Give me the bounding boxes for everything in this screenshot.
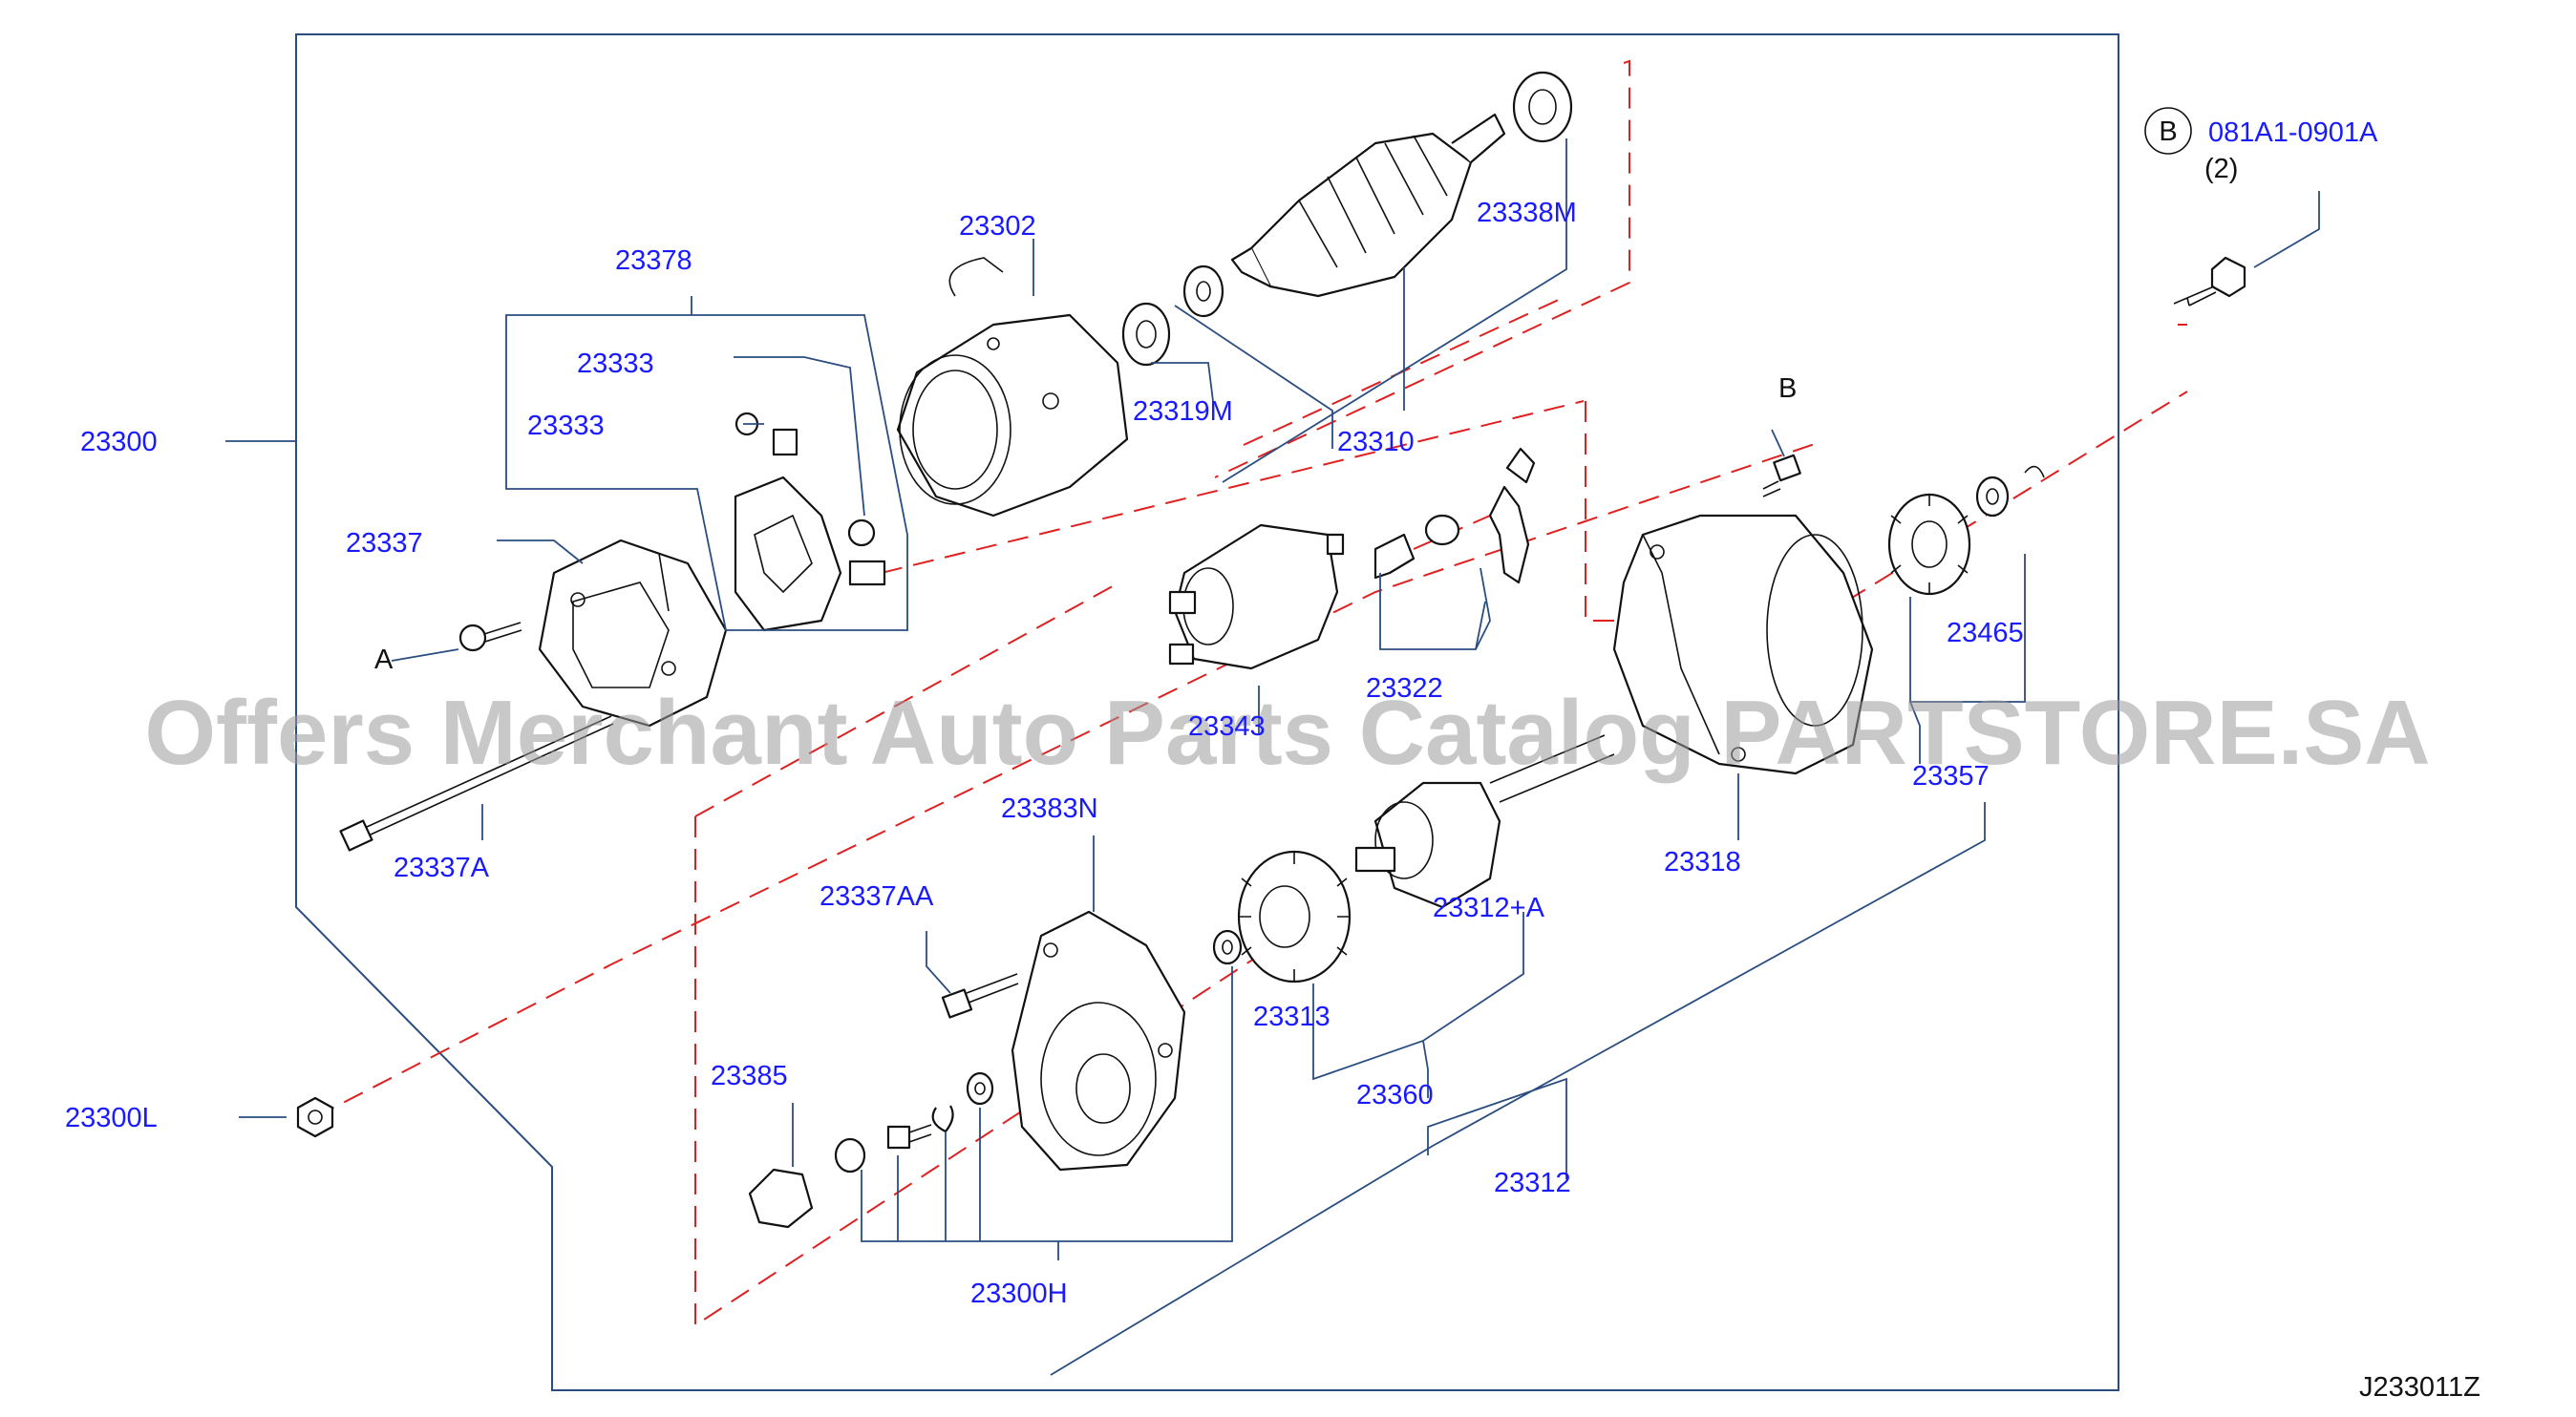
part-label-23337A[interactable]: 23337A (394, 853, 490, 883)
armature-23310 (1230, 113, 1506, 298)
part-label-23378[interactable]: 23378 (615, 245, 692, 276)
yoke-23302 (896, 257, 1129, 518)
screw-a (458, 622, 522, 652)
bearing-23338M (1512, 71, 1573, 143)
part-label-23300[interactable]: 23300 (80, 427, 158, 457)
through-bolt-23337A (339, 715, 614, 852)
part-label-23300L[interactable]: 23300L (65, 1103, 158, 1133)
part-label-23319M[interactable]: 23319M (1133, 396, 1233, 427)
cap-23385 (748, 1168, 814, 1229)
part-label-081A1-0901A[interactable]: 081A1-0901A (2208, 117, 2378, 148)
part-label-23383N[interactable]: 23383N (1001, 793, 1098, 824)
part-label-23310[interactable]: 23310 (1337, 427, 1415, 457)
gear-housing-23383N (1011, 910, 1186, 1172)
brush-holder-23378 (734, 412, 886, 632)
part-label-23338M[interactable]: 23338M (1477, 198, 1577, 228)
idler-gear-23313 (1237, 850, 1352, 983)
watermark-text: Offers Merchant Auto Parts Catalog PARTS… (144, 682, 2430, 784)
assembly-frame (295, 33, 2119, 1391)
reference-circle-letter: B (2159, 116, 2177, 147)
part-label-23337[interactable]: 23337 (346, 528, 423, 559)
part-label-23302[interactable]: 23302 (959, 211, 1036, 242)
bolt-23337AA (941, 973, 1019, 1019)
shift-lever-23322 (1373, 447, 1536, 584)
hardware-23300H (834, 1071, 994, 1174)
washer-23310-side (1182, 264, 1224, 318)
nut-23300L (296, 1096, 334, 1138)
washer-gear (1212, 929, 1243, 965)
bolt-b (1762, 454, 1801, 497)
figure-code: J233011Z (2359, 1372, 2480, 1403)
point-label-a: A (374, 645, 394, 675)
reference-circle (2144, 107, 2192, 155)
bolt-081A1-0901A (2173, 256, 2246, 307)
leader-lines (225, 138, 2320, 1376)
part-label-23343[interactable]: 23343 (1188, 711, 1266, 742)
assembly-phantom-lines (314, 59, 2188, 1327)
part-label-23357[interactable]: 23357 (1912, 761, 1990, 792)
solenoid-23343 (1168, 523, 1345, 670)
pinion-gear-23465 (1887, 493, 1971, 596)
reference-quantity: (2) (2204, 154, 2238, 184)
bearing-23319M (1121, 302, 1171, 367)
part-label-23385[interactable]: 23385 (711, 1061, 788, 1091)
clutch-shaft-23312A (1354, 734, 1615, 909)
retainer-ring-23465 (1975, 465, 2045, 518)
part-label-23337AA[interactable]: 23337AA (820, 881, 934, 912)
part-label-23322[interactable]: 23322 (1366, 673, 1443, 704)
point-label-b: B (1778, 373, 1797, 404)
part-label-23312A[interactable]: 23312+A (1433, 893, 1545, 923)
rear-cover-23337 (538, 539, 728, 728)
part-label-23360[interactable]: 23360 (1356, 1080, 1434, 1110)
drive-housing-23318 (1612, 514, 1874, 775)
part-label-23313[interactable]: 23313 (1253, 1002, 1331, 1032)
part-label-23318[interactable]: 23318 (1664, 847, 1741, 878)
part-label-23465[interactable]: 23465 (1947, 618, 2024, 648)
part-label-23333-lower[interactable]: 23333 (527, 411, 605, 441)
part-label-23333-upper[interactable]: 23333 (577, 349, 654, 379)
part-label-23300H[interactable]: 23300H (970, 1279, 1068, 1309)
part-label-23312[interactable]: 23312 (1494, 1168, 1571, 1198)
